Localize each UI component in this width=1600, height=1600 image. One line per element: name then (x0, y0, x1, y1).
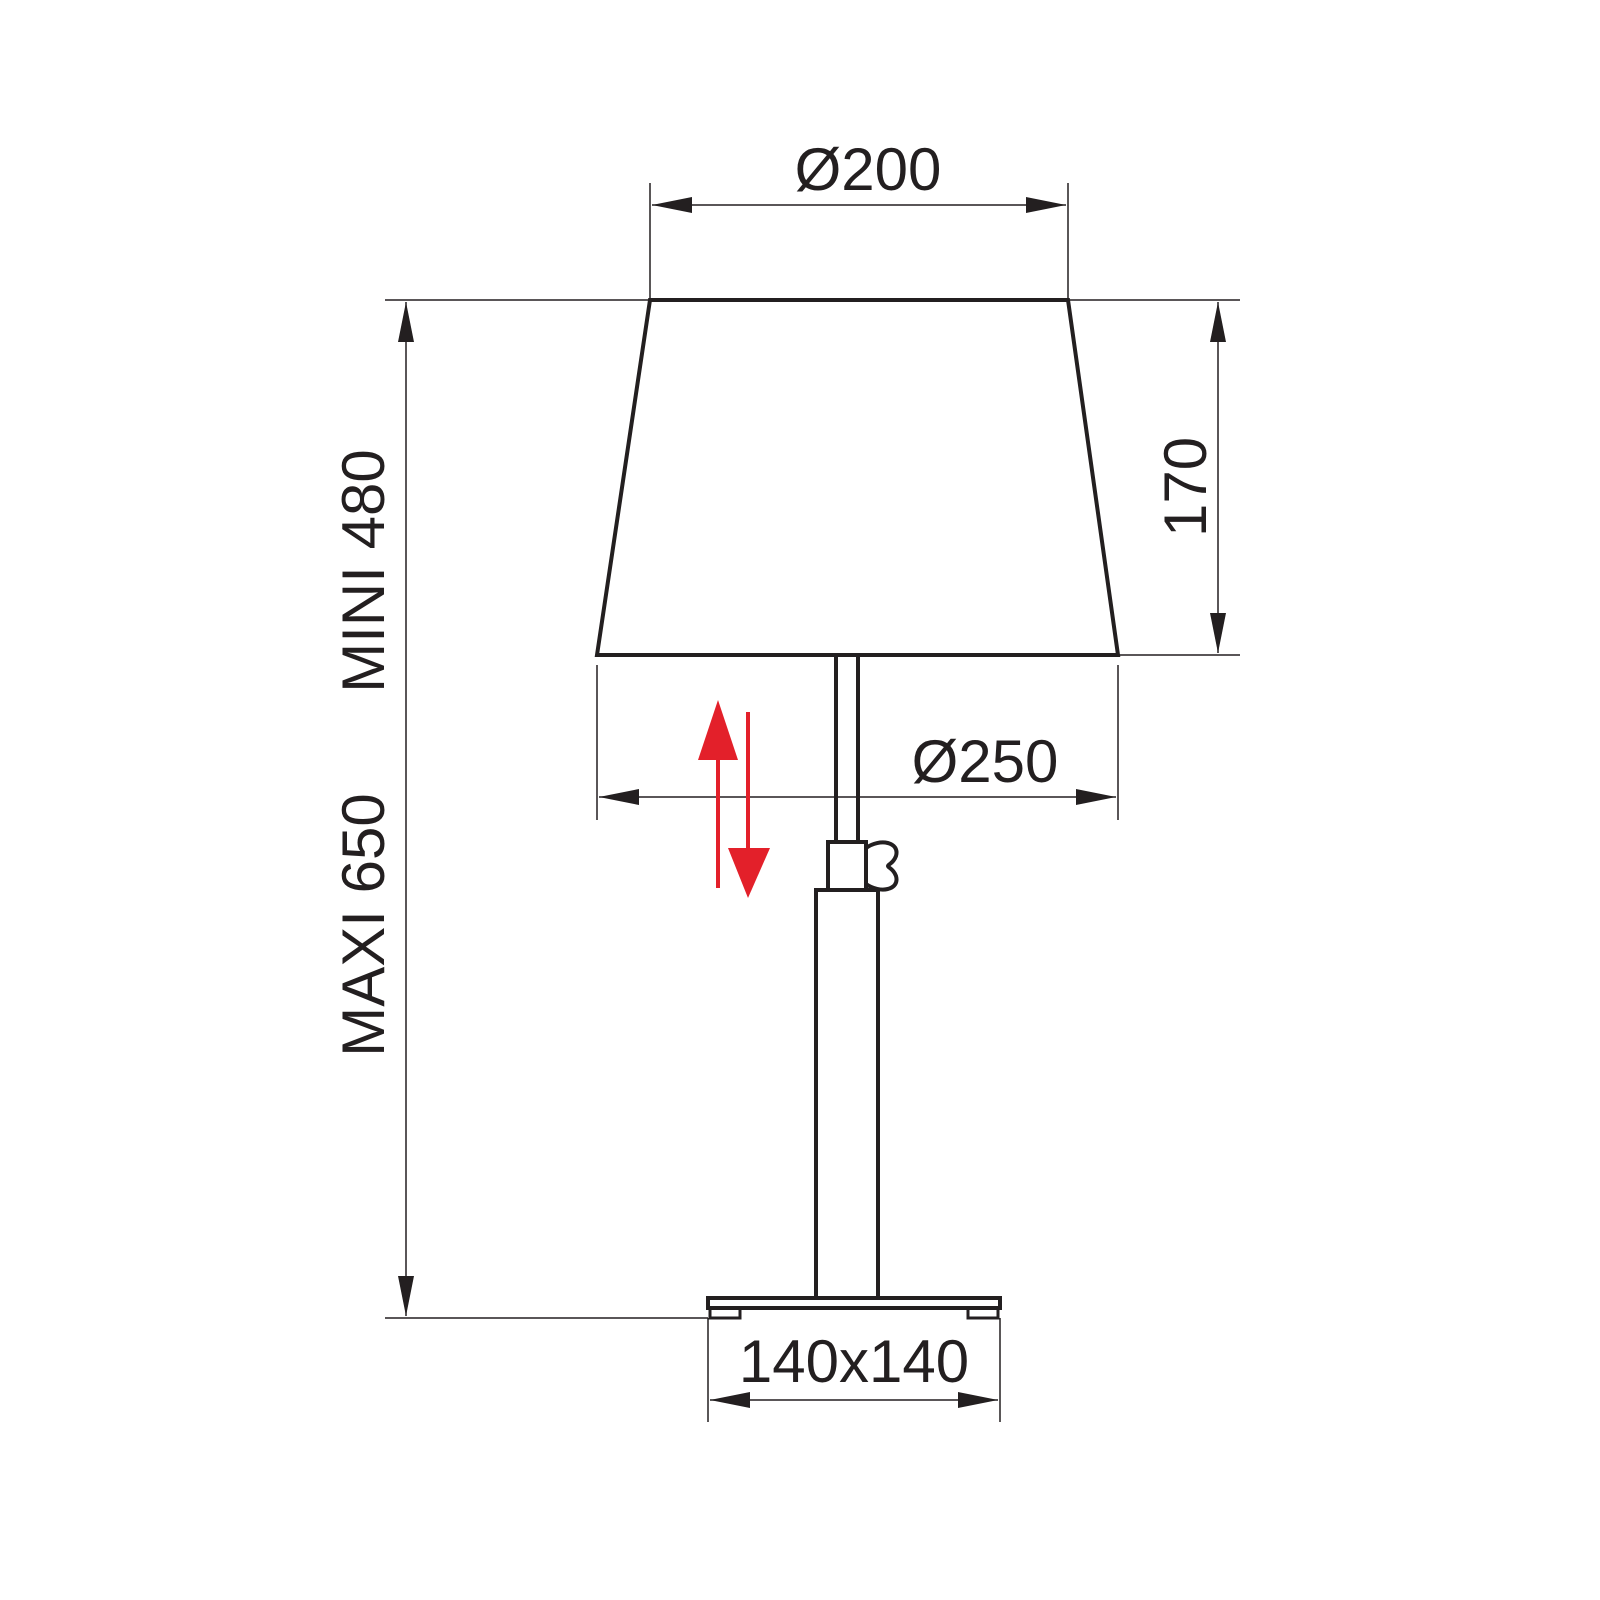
upper-rod (834, 653, 860, 844)
bottom-diameter-label: Ø250 (912, 728, 1059, 795)
lower-tube (814, 888, 880, 1300)
base-plate (706, 1296, 1002, 1310)
adjust-collar (826, 840, 868, 892)
up-down-arrows-icon (698, 700, 770, 898)
lamp (594, 298, 1121, 1320)
base-size-label: 140x140 (739, 1328, 969, 1395)
shade-height-label: 170 (1152, 437, 1219, 537)
base-foot-right (966, 1306, 1000, 1320)
min-height-label: MINI 480 (330, 449, 397, 692)
dimension-lines (398, 197, 1226, 1408)
wing-knob-icon (864, 840, 899, 892)
max-height-label: MAXI 650 (330, 793, 397, 1056)
top-diameter-label: Ø200 (795, 136, 942, 203)
base-foot-left (708, 1306, 742, 1320)
extension-lines (385, 183, 1240, 1422)
lamp-shade (594, 298, 1121, 657)
